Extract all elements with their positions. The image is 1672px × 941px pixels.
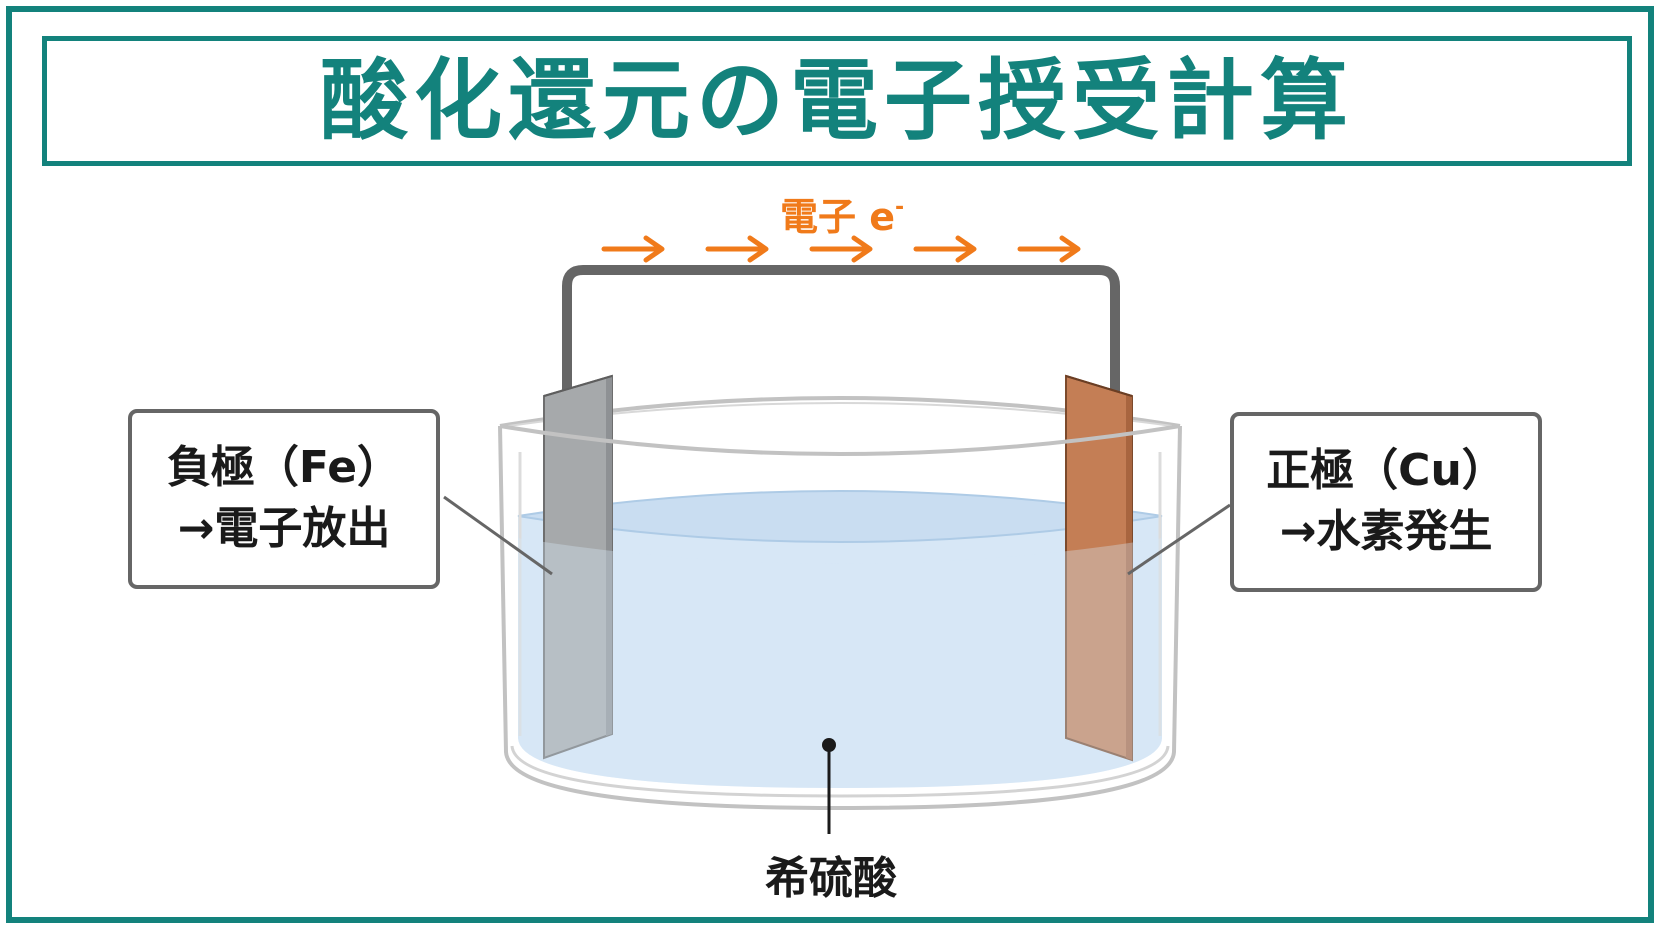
negative-electrode-name: 負極（Fe） [166, 442, 402, 494]
electron-arrow-icon [913, 235, 977, 263]
sulfuric-acid-solution [518, 491, 1162, 788]
title-box: 酸化還元の電子授受計算 [42, 36, 1632, 166]
beaker-body [498, 425, 1182, 811]
electron-arrow-icon [601, 235, 665, 263]
beaker-rim-front [499, 424, 1181, 456]
negative-electrode-role: →電子放出 [177, 503, 391, 554]
page-title: 酸化還元の電子授受計算 [319, 49, 1354, 152]
solution-surface [517, 490, 1163, 543]
electron-arrow-icon [809, 235, 873, 263]
negative-electrode-label: 負極（Fe） →電子放出 [128, 409, 440, 589]
electron-arrow-icon [1017, 235, 1081, 263]
copper-electrode [1065, 374, 1133, 762]
positive-electrode-label: 正極（Cu） →水素発生 [1230, 412, 1542, 592]
electron-arrow-icon [705, 235, 769, 263]
solution-label: 希硫酸 [765, 853, 897, 904]
electron-label-text: 電子 e [780, 195, 896, 239]
negative-label-connector [443, 495, 553, 576]
electron-flow-label: 電子 e- [780, 186, 904, 241]
iron-electrode [543, 374, 613, 760]
electron-arrows [601, 235, 1081, 263]
electron-charge-sign: - [895, 195, 905, 220]
positive-label-connector [1127, 503, 1231, 576]
positive-electrode-role: →水素発生 [1279, 506, 1493, 557]
positive-electrode-name: 正極（Cu） [1266, 445, 1506, 497]
outer-frame [6, 6, 1654, 923]
connecting-wire [562, 265, 1120, 396]
